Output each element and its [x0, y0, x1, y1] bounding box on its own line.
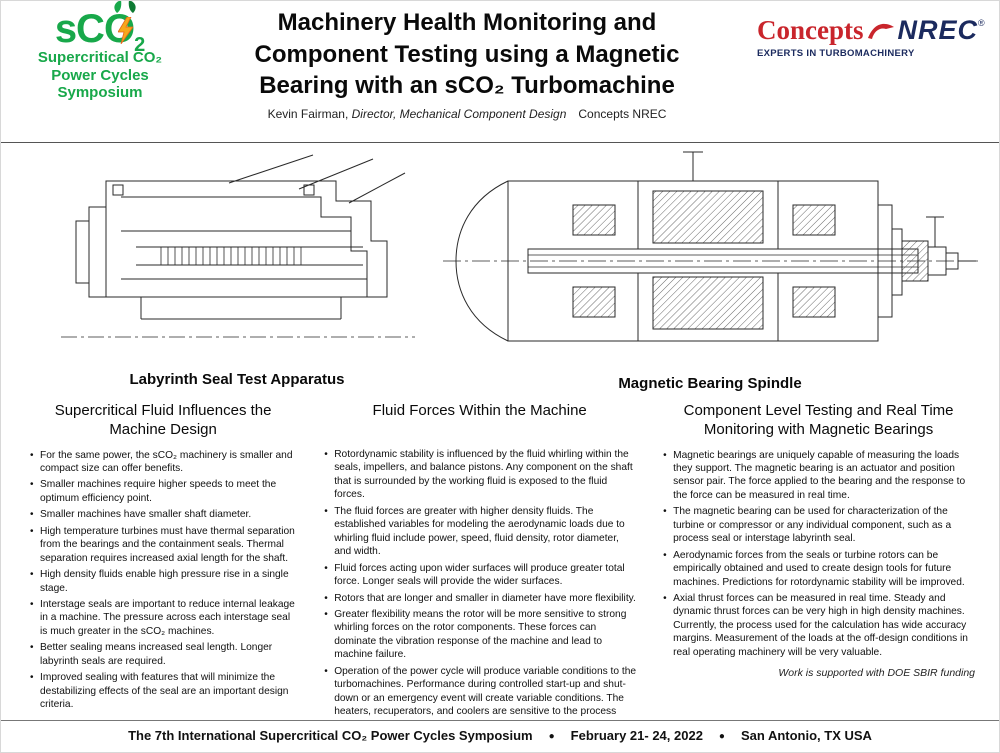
labyrinth-seal-drawing	[61, 154, 415, 338]
sco2-mark: sCO2	[55, 1, 145, 55]
symposium-name-line1: Supercritical CO₂	[37, 49, 163, 66]
bullet-item: Greater flexibility means the rotor will…	[323, 608, 636, 662]
bullet-item: Magnetic bearings are uniquely capable o…	[662, 449, 975, 503]
registered-mark: ®	[978, 18, 985, 28]
footer-separator: ●	[548, 731, 555, 742]
column-title: Fluid Forces Within the Machine	[372, 402, 587, 419]
author-role: Director, Mechanical Component Design	[351, 107, 567, 122]
figure-caption-spindle: Magnetic Bearing Spindle	[618, 375, 802, 392]
bullet-item: Fluid forces acting upon wider surfaces …	[323, 562, 636, 589]
symposium-logo: sCO2 Supercritical CO₂ Power Cycles Symp…	[9, 1, 191, 102]
content-columns: Supercritical Fluid Influences the Machi…	[1, 392, 999, 752]
bullet-item: For the same power, the sCO₂ machinery i…	[29, 449, 297, 476]
footer-date: February 21- 24, 2022	[570, 728, 703, 743]
lightning-bolt-icon	[117, 17, 133, 44]
column-machine-design: Supercritical Fluid Influences the Machi…	[29, 402, 297, 752]
concepts-nrec-logo: Concepts NREC ® EXPERTS IN TURBOMACHINER…	[743, 5, 991, 60]
header: sCO2 Supercritical CO₂ Power Cycles Symp…	[1, 1, 999, 143]
column-fluid-forces: Fluid Forces Within the Machine Rotordyn…	[323, 402, 636, 752]
bullet-item: Rotors that are longer and smaller in di…	[323, 592, 636, 606]
bullet-item: Smaller machines have smaller shaft diam…	[29, 508, 297, 522]
logo-tagline: EXPERTS IN TURBOMACHINERY	[757, 48, 915, 59]
symposium-name-line2: Power Cycles	[51, 66, 149, 84]
bullet-item: The magnetic bearing can be used for cha…	[662, 505, 975, 545]
figure-caption-labyrinth: Labyrinth Seal Test Apparatus	[129, 371, 345, 388]
figure-labyrinth-seal: Labyrinth Seal Test Apparatus	[43, 147, 431, 392]
leaves-icon	[114, 1, 136, 13]
footer-separator: ●	[718, 731, 725, 742]
bullet-item: High temperature turbines must have ther…	[29, 525, 297, 565]
funding-note: Work is supported with DOE SBIR funding	[778, 667, 976, 680]
concepts-text: Concepts	[757, 15, 864, 45]
author-line: Kevin Fairman, Director, Mechanical Comp…	[191, 107, 743, 121]
title-block: Machinery Health Monitoring and Componen…	[191, 5, 743, 121]
swoosh-icon	[867, 23, 894, 39]
bullet-item: Improved sealing with features that will…	[29, 671, 297, 711]
figure-magnetic-bearing: Magnetic Bearing Spindle	[431, 147, 989, 392]
page-title-line3: Bearing with an sCO₂ Turbomachine	[259, 72, 675, 100]
footer-symposium: The 7th International Supercritical CO₂ …	[128, 728, 533, 743]
bullet-item: High density fluids enable high pressure…	[29, 568, 297, 595]
page-title-line1: Machinery Health Monitoring and	[277, 9, 657, 36]
magnetic-bearing-spindle-drawing	[442, 151, 978, 342]
author-company: Concepts NREC	[578, 107, 667, 122]
column-title: Supercritical Fluid Influences the Machi…	[54, 402, 272, 438]
bullet-item: Better sealing means increased seal leng…	[29, 641, 297, 668]
page-title-line2: Component Testing using a Magnetic	[254, 40, 680, 68]
bullet-item: Axial thrust forces can be measured in r…	[662, 592, 975, 659]
symposium-name-line3: Symposium	[57, 84, 143, 102]
bullet-item: Aerodynamic forces from the seals or tur…	[662, 549, 975, 589]
nrec-text: NREC	[897, 15, 979, 45]
column-component-testing: Component Level Testing and Real Time Mo…	[662, 402, 976, 752]
figures-row: Labyrinth Seal Test Apparatus	[1, 143, 999, 392]
footer: The 7th International Supercritical CO₂ …	[1, 720, 999, 752]
footer-location: San Antonio, TX USA	[740, 728, 872, 743]
author-name: Kevin Fairman,	[267, 107, 352, 122]
bullet-item: Interstage seals are important to reduce…	[29, 598, 297, 638]
column-bullet-list: For the same power, the sCO₂ machinery i…	[29, 449, 297, 712]
concepts-nrec-wordmark: Concepts NREC ®	[757, 17, 987, 44]
column-bullet-list: Magnetic bearings are uniquely capable o…	[662, 449, 975, 660]
column-title: Component Level Testing and Real Time Mo…	[683, 402, 954, 438]
bullet-item: The fluid forces are greater with higher…	[323, 505, 636, 559]
bullet-item: Smaller machines require higher speeds t…	[29, 478, 297, 505]
column-bullet-list: Rotordynamic stability is influenced by …	[323, 448, 636, 752]
bullet-item: Rotordynamic stability is influenced by …	[323, 448, 636, 502]
sco2-subscript: 2	[134, 34, 146, 56]
